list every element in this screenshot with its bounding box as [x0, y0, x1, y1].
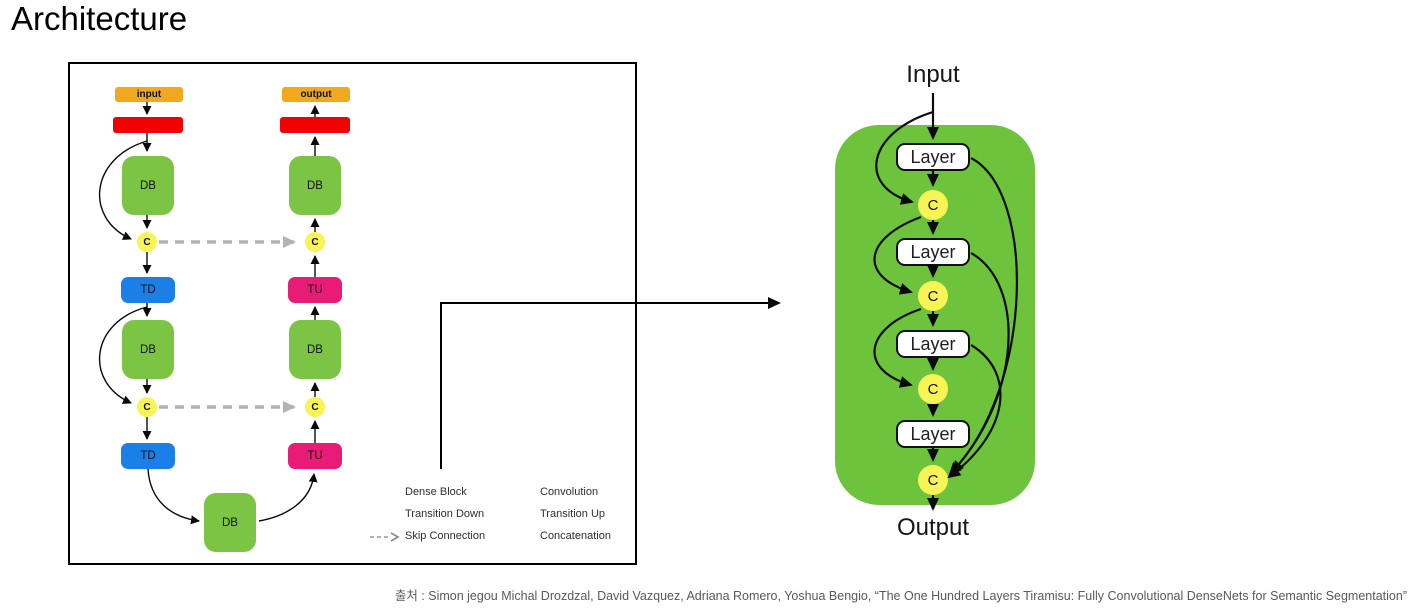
input-box: input [115, 87, 183, 102]
legend-item-transition-down: Transition Down [378, 503, 500, 525]
concatenation-node-2: C [918, 281, 948, 311]
dense-block-bottleneck: DB [204, 493, 256, 552]
legend-column-2: Convolution Transition Up Concatenation [513, 481, 611, 547]
layer-3: Layer [896, 330, 970, 358]
page-title: Architecture [11, 0, 188, 37]
convolution-bar-input [113, 117, 183, 133]
skip-connection-arrow-icon [370, 529, 400, 543]
legend-column-1: Dense Block Transition Down Skip Connect… [370, 481, 500, 547]
transition-up-swatch-icon [513, 507, 527, 521]
transition-down-swatch-icon [378, 507, 392, 521]
citation: 출처 : Simon jegou Michal Drozdzal, David … [394, 589, 1407, 603]
dense-block-output-label: Output [896, 514, 970, 541]
legend: Dense Block Transition Down Skip Connect… [370, 481, 611, 547]
legend-item-dense-block: Dense Block [378, 481, 500, 503]
legend-label: Skip Connection [405, 530, 486, 542]
concatenation-node-1: C [918, 190, 948, 220]
layer-1: Layer [896, 143, 970, 171]
dense-block-1-up: DB [289, 156, 341, 215]
convolution-bar-output [280, 117, 350, 133]
convolution-swatch-icon [513, 485, 527, 499]
legend-label: Transition Up [540, 508, 606, 520]
concatenation-1-down: C [137, 232, 157, 252]
dense-block-2-down: DB [122, 320, 174, 379]
legend-label: Concatenation [540, 530, 611, 542]
dense-block-background [835, 125, 1035, 505]
layer-4: Layer [896, 420, 970, 448]
concatenation-2-down: C [137, 397, 157, 417]
layer-2: Layer [896, 238, 970, 266]
dense-block-1-down: DB [122, 156, 174, 215]
transition-up-2: TU [288, 443, 342, 469]
legend-label: Transition Down [405, 508, 485, 520]
concatenation-1-up: C [305, 232, 325, 252]
legend-label: Convolution [540, 486, 599, 498]
dense-block-2-up: DB [289, 320, 341, 379]
concatenation-node-4: C [918, 465, 948, 495]
legend-item-transition-up: Transition Up [513, 503, 611, 525]
legend-item-skip-connection: Skip Connection [370, 525, 500, 547]
dense-block-swatch-icon [378, 485, 392, 499]
legend-label: Dense Block [405, 486, 467, 498]
transition-up-1: TU [288, 277, 342, 303]
output-box: output [282, 87, 350, 102]
legend-item-convolution: Convolution [513, 481, 611, 503]
transition-down-1: TD [121, 277, 175, 303]
legend-item-concatenation: Concatenation [513, 525, 611, 547]
concatenation-node-3: C [918, 374, 948, 404]
concatenation-swatch-icon [513, 529, 527, 543]
transition-down-2: TD [121, 443, 175, 469]
concatenation-2-up: C [305, 397, 325, 417]
dense-block-input-label: Input [906, 61, 960, 88]
